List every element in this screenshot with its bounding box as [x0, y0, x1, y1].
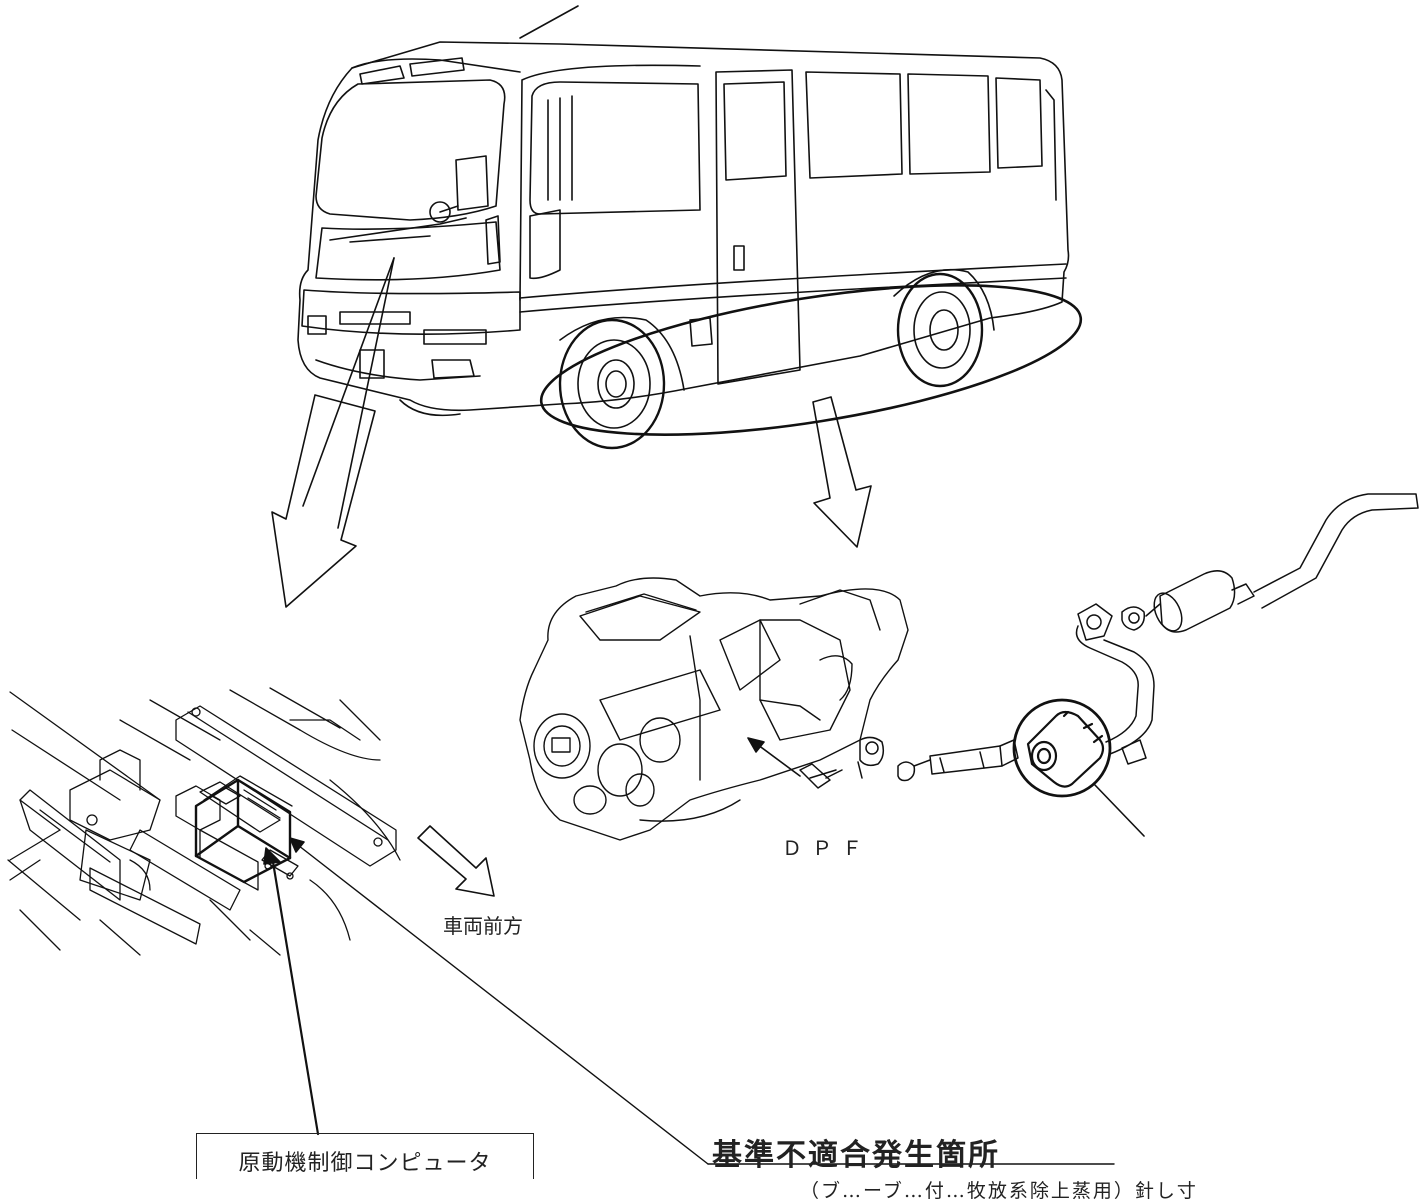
ecu-leader-line — [270, 854, 320, 1136]
bus-rear-wheel — [893, 268, 995, 388]
vehicle-front-label: 車両前方 — [443, 914, 523, 938]
engine-pointer-line — [753, 741, 801, 777]
bus-front-wheel — [558, 316, 685, 450]
vehicle-front-arrow — [417, 825, 495, 897]
dpf-highlight-circle — [1012, 698, 1112, 798]
underbody-highlight-ellipse — [539, 284, 1083, 436]
ecu-leader-arrowhead — [263, 847, 281, 865]
fault-leader-line — [293, 841, 709, 1165]
exhaust-system-illustration — [799, 493, 1419, 789]
fault-location-label: 基準不適合発生箇所 — [712, 1138, 1000, 1173]
cut-off-note-text: （ブ…ーブ…付…牧放系除上蒸用）針し寸 — [800, 1180, 1198, 1202]
ecu-label-box: 原動機制御コンピュータ — [196, 1133, 534, 1179]
front-pointer-line — [302, 257, 395, 507]
front-pointer-line — [337, 257, 395, 529]
dpf-leader-line — [1093, 783, 1145, 837]
bus-illustration — [297, 5, 1070, 450]
fault-leader-arrowhead — [289, 837, 305, 853]
ecu-area-illustration — [7, 687, 401, 956]
big-arrow-to-ecu — [271, 394, 376, 608]
engine-pointer-arrowhead — [747, 737, 765, 753]
engine-illustration — [519, 577, 909, 841]
dpf-unit — [1026, 710, 1105, 788]
dpf-label: ＤＰＦ — [782, 836, 872, 860]
arrow-to-exhaust — [812, 396, 872, 548]
